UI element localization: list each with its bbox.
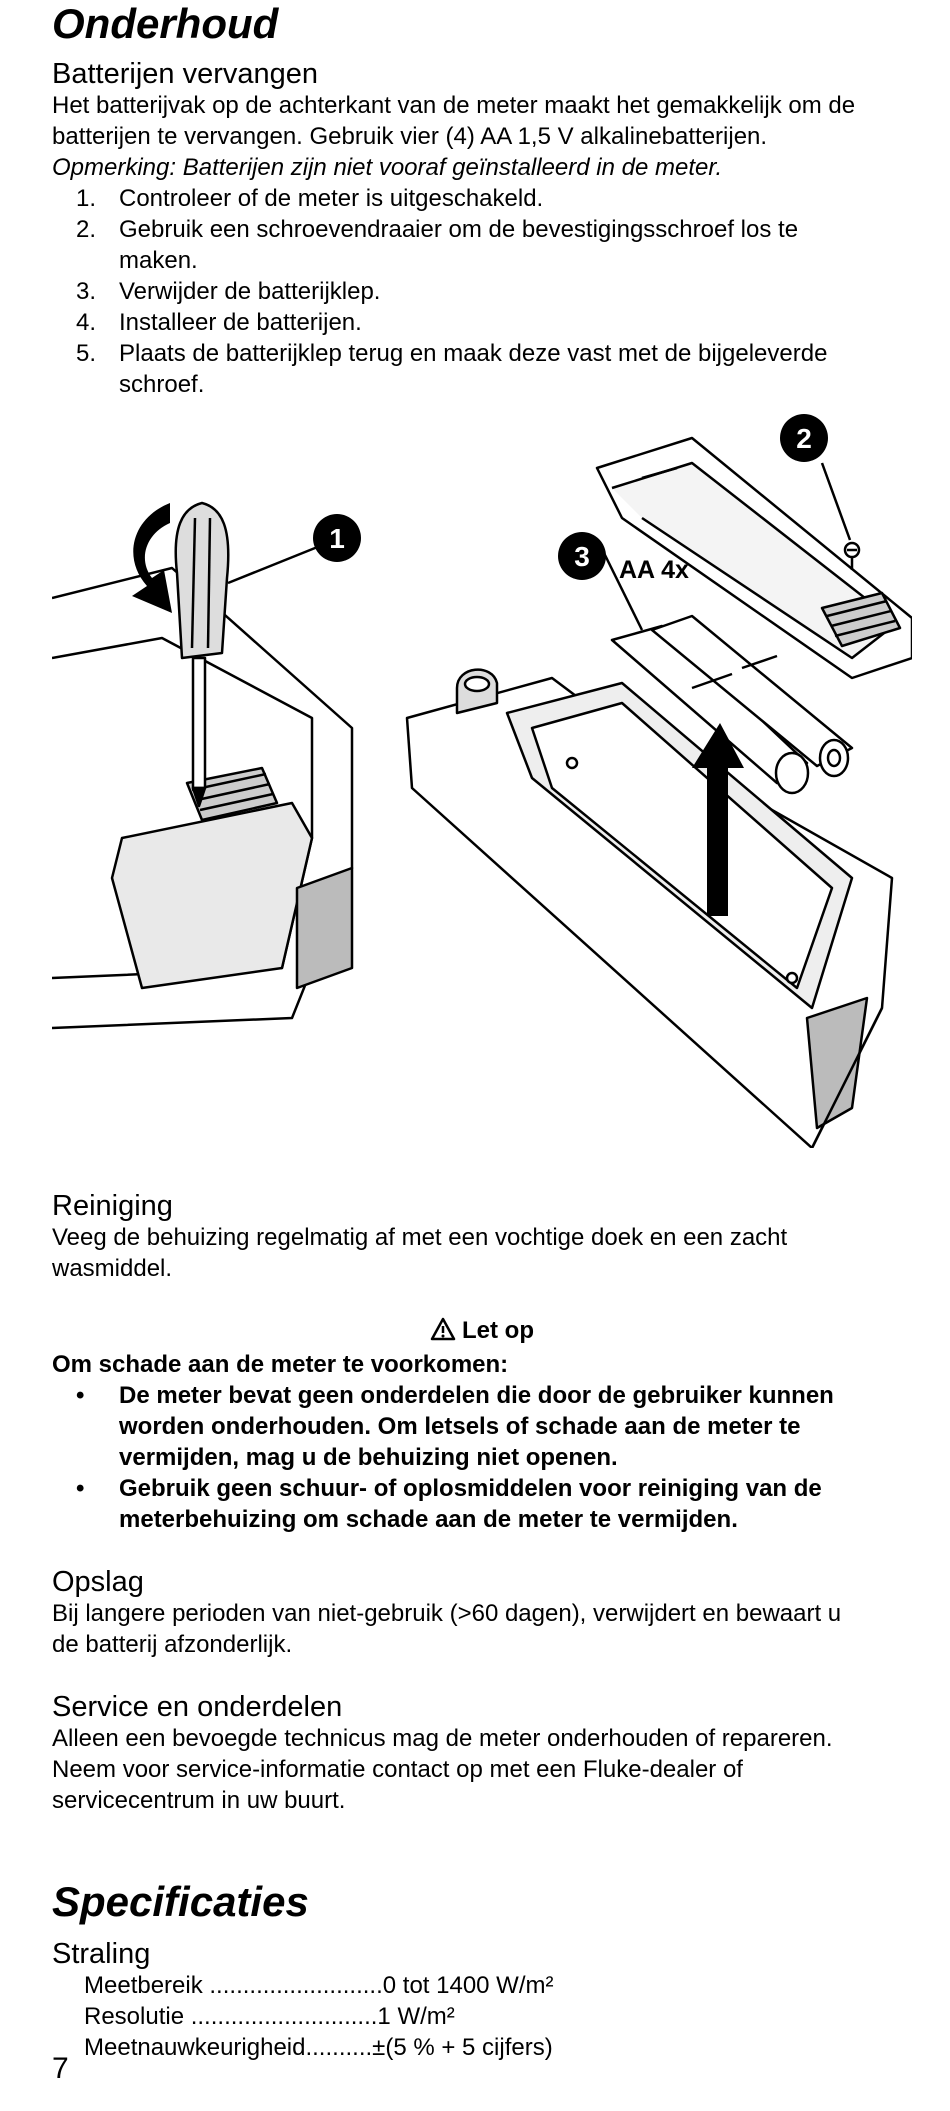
- callout-3-label: 3: [574, 541, 590, 572]
- service-line-1: Alleen een bevoegde technicus mag de met…: [52, 1725, 833, 1752]
- step-text: Gebruik een schroevendraaier om de beves…: [119, 216, 799, 243]
- radiation-section: Straling Meetbereik ....................…: [52, 1938, 912, 2063]
- step-number: 3.: [76, 278, 97, 305]
- lift-arrow-icon: [692, 723, 744, 916]
- step-item: 5. Plaats de batterijklep terug en maak d…: [52, 338, 912, 400]
- caution-bullet: Gebruik geen schuur- of oplosmiddelen vo…: [52, 1473, 912, 1535]
- battery-replacement-illustration: 1 2 3 AA 4x: [52, 408, 912, 1148]
- step-item: 1. Controleer of de meter is uitgeschakel…: [52, 183, 912, 214]
- caution-title-text: Let op: [462, 1317, 534, 1344]
- callout-2-label: 2: [796, 423, 812, 454]
- service-heading: Service en onderdelen: [52, 1691, 343, 1723]
- step-text: Verwijder de batterijklep.: [119, 278, 381, 305]
- caution-bullet: De meter bevat geen onderdelen die door …: [52, 1380, 912, 1473]
- page-number: 7: [52, 2052, 69, 2085]
- step-item: 2. Gebruik een schroevendraaier om de bev…: [52, 214, 912, 276]
- bullet-text: Gebruik geen schuur- of oplosmiddelen vo…: [119, 1475, 822, 1502]
- cleaning-line-2: wasmiddel.: [52, 1255, 173, 1282]
- battery-note: Opmerking: Batterijen zijn niet vooraf g…: [52, 154, 723, 181]
- meter-right-illustration: [405, 668, 894, 1148]
- battery-intro-line-1: Het batterijvak op de achterkant van de …: [52, 92, 856, 119]
- step-text: maken.: [119, 247, 198, 274]
- spec-row: Meetbereik ..........................0 t…: [84, 1972, 554, 1999]
- spec-row: Resolutie ............................1 …: [84, 2003, 455, 2030]
- bullet-text: meterbehuizing om schade aan de meter te…: [119, 1506, 738, 1533]
- callout-1-label: 1: [329, 523, 345, 554]
- bullet-text: vermijden, mag u de behuizing niet opene…: [119, 1444, 618, 1471]
- caution-title: Let op: [52, 1315, 912, 1349]
- cleaning-line-1: Veeg de behuizing regelmatig af met een …: [52, 1224, 788, 1251]
- screwdriver-illustration: [174, 501, 321, 808]
- storage-heading: Opslag: [52, 1566, 144, 1598]
- cleaning-heading: Reiniging: [52, 1190, 173, 1222]
- battery-cover-illustration: [595, 436, 912, 680]
- section-title-specifications: Specificaties: [52, 1878, 309, 1925]
- storage-line-2: de batterij afzonderlijk.: [52, 1631, 293, 1658]
- service-line-2: Neem voor service-informatie contact op …: [52, 1756, 743, 1783]
- service-line-3: servicecentrum in uw buurt.: [52, 1787, 346, 1814]
- storage-line-1: Bij langere perioden van niet-gebruik (>…: [52, 1600, 842, 1627]
- callout-3: 3: [558, 532, 606, 580]
- bullet-text: De meter bevat geen onderdelen die door …: [119, 1382, 834, 1409]
- step-number: 4.: [76, 309, 97, 336]
- step-item: 4. Installeer de batterijen.: [52, 307, 912, 338]
- spec-row: Meetnauwkeurigheid..........±(5 % + 5 ci…: [84, 2034, 553, 2061]
- caution-lead: Om schade aan de meter te voorkomen:: [52, 1351, 509, 1378]
- step-number: 5.: [76, 340, 97, 367]
- rotation-arrow-icon: [132, 503, 172, 613]
- manual-page: Onderhoud Batterijen vervangen Het batte…: [52, 0, 912, 2063]
- battery-count-label: AA 4x: [619, 556, 689, 584]
- meter-left-illustration: [52, 566, 354, 1030]
- section-title-maintenance: Onderhoud: [52, 0, 279, 47]
- battery-heading: Batterijen vervangen: [52, 58, 318, 90]
- step-number: 1.: [76, 185, 97, 212]
- step-text: Installeer de batterijen.: [119, 309, 362, 336]
- service-section: Service en onderdelen Alleen een bevoegd…: [52, 1691, 912, 1816]
- step-text: Controleer of de meter is uitgeschakeld.: [119, 185, 544, 212]
- callout-1: 1: [313, 514, 361, 562]
- radiation-heading: Straling: [52, 1938, 151, 1970]
- batteries-illustration: [602, 552, 854, 795]
- battery-steps: 1. Controleer of de meter is uitgeschakel…: [52, 183, 912, 400]
- bullet-text: worden onderhouden. Om letsels of schade…: [119, 1413, 801, 1440]
- illustration-svg: 1 2 3 AA 4x: [52, 414, 912, 1148]
- battery-intro-line-2: batterijen te vervangen. Gebruik vier (4…: [52, 123, 768, 150]
- caution-block: Let op Om schade aan de meter te voorkom…: [52, 1315, 912, 1535]
- battery-section: Batterijen vervangen Het batterijvak op …: [52, 58, 912, 400]
- screw-illustration: [820, 462, 861, 570]
- storage-section: Opslag Bij langere perioden van niet-geb…: [52, 1566, 912, 1660]
- step-text: Plaats de batterijklep terug en maak dez…: [119, 340, 828, 367]
- step-number: 2.: [76, 216, 97, 243]
- step-item: 3. Verwijder de batterijklep.: [52, 276, 912, 307]
- step-text: schroef.: [119, 371, 205, 398]
- warning-triangle-icon: [430, 1317, 456, 1349]
- caution-bullets: De meter bevat geen onderdelen die door …: [52, 1380, 912, 1535]
- cleaning-section: Reiniging Veeg de behuizing regelmatig a…: [52, 1190, 912, 1284]
- callout-2: 2: [780, 414, 828, 462]
